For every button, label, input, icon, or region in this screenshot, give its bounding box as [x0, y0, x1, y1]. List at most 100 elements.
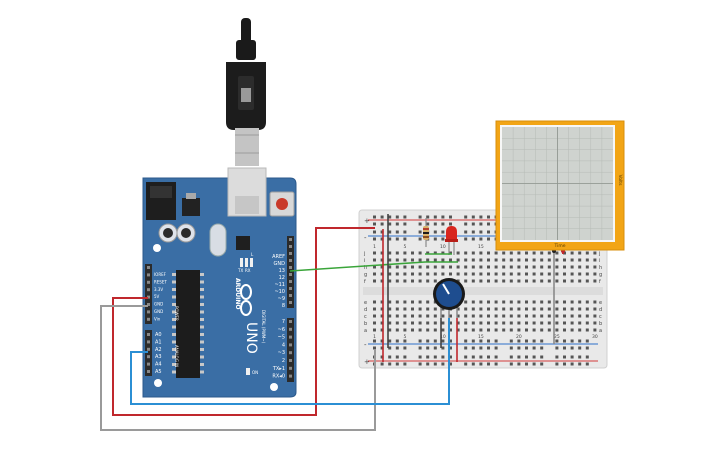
- breadboard-hole[interactable]: [502, 279, 506, 283]
- rail-hole[interactable]: [395, 355, 399, 359]
- breadboard-hole[interactable]: [433, 251, 437, 255]
- digital-pin[interactable]: [289, 259, 292, 262]
- breadboard-hole[interactable]: [373, 258, 376, 262]
- breadboard-hole[interactable]: [411, 307, 414, 311]
- digital-pin[interactable]: [289, 238, 292, 241]
- breadboard-hole[interactable]: [570, 265, 574, 269]
- breadboard-hole[interactable]: [388, 258, 392, 262]
- breadboard-hole[interactable]: [540, 328, 544, 332]
- breadboard-hole[interactable]: [479, 279, 483, 283]
- breadboard-hole[interactable]: [540, 258, 544, 262]
- rail-hole[interactable]: [426, 346, 430, 350]
- breadboard-hole[interactable]: [449, 314, 452, 318]
- analog-pin[interactable]: [147, 370, 150, 373]
- breadboard-hole[interactable]: [456, 258, 460, 262]
- breadboard-hole[interactable]: [426, 307, 430, 311]
- rail-hole[interactable]: [578, 362, 582, 366]
- rail-hole[interactable]: [487, 222, 490, 226]
- breadboard-hole[interactable]: [426, 279, 430, 283]
- rail-hole[interactable]: [388, 346, 392, 350]
- breadboard-hole[interactable]: [403, 300, 407, 304]
- rail-hole[interactable]: [403, 355, 407, 359]
- wires[interactable]: [100, 214, 565, 431]
- breadboard-hole[interactable]: [418, 272, 422, 276]
- rail-hole[interactable]: [563, 362, 566, 366]
- rail-hole[interactable]: [449, 355, 452, 359]
- rail-hole[interactable]: [471, 237, 475, 241]
- potentiometer[interactable]: [433, 278, 465, 318]
- breadboard-hole[interactable]: [585, 314, 589, 318]
- breadboard-hole[interactable]: [418, 251, 422, 255]
- breadboard-hole[interactable]: [456, 321, 460, 325]
- breadboard-hole[interactable]: [563, 307, 566, 311]
- breadboard-hole[interactable]: [540, 321, 544, 325]
- breadboard-hole[interactable]: [540, 265, 544, 269]
- rail-hole[interactable]: [441, 346, 445, 350]
- header-pins[interactable]: [147, 238, 292, 378]
- breadboard-hole[interactable]: [563, 258, 566, 262]
- breadboard-hole[interactable]: [563, 272, 566, 276]
- breadboard-hole[interactable]: [441, 251, 445, 255]
- rail-hole[interactable]: [494, 339, 498, 343]
- digital-pin[interactable]: [289, 301, 292, 304]
- breadboard-hole[interactable]: [403, 307, 407, 311]
- breadboard-hole[interactable]: [487, 321, 490, 325]
- breadboard-hole[interactable]: [487, 328, 490, 332]
- breadboard-hole[interactable]: [403, 328, 407, 332]
- rail-hole[interactable]: [403, 362, 407, 366]
- breadboard-hole[interactable]: [456, 314, 460, 318]
- breadboard-hole[interactable]: [593, 258, 597, 262]
- breadboard-hole[interactable]: [487, 265, 490, 269]
- breadboard-hole[interactable]: [464, 307, 468, 311]
- breadboard-hole[interactable]: [517, 300, 521, 304]
- rail-hole[interactable]: [433, 215, 437, 219]
- rail-hole[interactable]: [418, 346, 422, 350]
- rail-hole[interactable]: [395, 237, 399, 241]
- digital-header-top[interactable]: [287, 236, 294, 308]
- breadboard-hole[interactable]: [532, 328, 536, 332]
- rail-hole[interactable]: [433, 346, 437, 350]
- breadboard-hole[interactable]: [479, 328, 483, 332]
- breadboard-hole[interactable]: [388, 265, 392, 269]
- rail-hole[interactable]: [479, 215, 483, 219]
- breadboard-hole[interactable]: [547, 314, 551, 318]
- breadboard-hole[interactable]: [532, 321, 536, 325]
- breadboard-hole[interactable]: [433, 328, 437, 332]
- breadboard-hole[interactable]: [563, 251, 566, 255]
- rail-hole[interactable]: [540, 362, 544, 366]
- digital-pin[interactable]: [289, 287, 292, 290]
- breadboard-hole[interactable]: [449, 272, 452, 276]
- digital-pin[interactable]: [289, 343, 292, 347]
- rail-hole[interactable]: [540, 355, 544, 359]
- rail-hole[interactable]: [441, 230, 445, 234]
- breadboard-hole[interactable]: [388, 272, 392, 276]
- breadboard-hole[interactable]: [563, 328, 566, 332]
- breadboard-hole[interactable]: [395, 272, 399, 276]
- breadboard-hole[interactable]: [411, 314, 414, 318]
- rail-hole[interactable]: [585, 362, 589, 366]
- rail-hole[interactable]: [509, 339, 513, 343]
- rail-hole[interactable]: [418, 230, 422, 234]
- breadboard-hole[interactable]: [464, 321, 468, 325]
- breadboard-hole[interactable]: [585, 279, 589, 283]
- breadboard-hole[interactable]: [494, 258, 498, 262]
- power-pin[interactable]: [147, 280, 150, 284]
- rail-hole[interactable]: [464, 339, 468, 343]
- breadboard-hole[interactable]: [578, 265, 582, 269]
- rail-hole[interactable]: [449, 362, 452, 366]
- rail-hole[interactable]: [418, 222, 422, 226]
- breadboard-hole[interactable]: [547, 300, 551, 304]
- rail-hole[interactable]: [464, 346, 468, 350]
- breadboard-hole[interactable]: [502, 307, 506, 311]
- rail-hole[interactable]: [426, 215, 430, 219]
- breadboard-hole[interactable]: [373, 300, 376, 304]
- breadboard-hole[interactable]: [502, 314, 506, 318]
- power-pin[interactable]: [147, 317, 150, 321]
- rail-hole[interactable]: [388, 230, 392, 234]
- rail-hole[interactable]: [517, 355, 521, 359]
- breadboard-hole[interactable]: [540, 272, 544, 276]
- digital-pin[interactable]: [289, 294, 292, 297]
- breadboard-hole[interactable]: [411, 265, 414, 269]
- breadboard-hole[interactable]: [471, 265, 475, 269]
- breadboard-hole[interactable]: [593, 314, 597, 318]
